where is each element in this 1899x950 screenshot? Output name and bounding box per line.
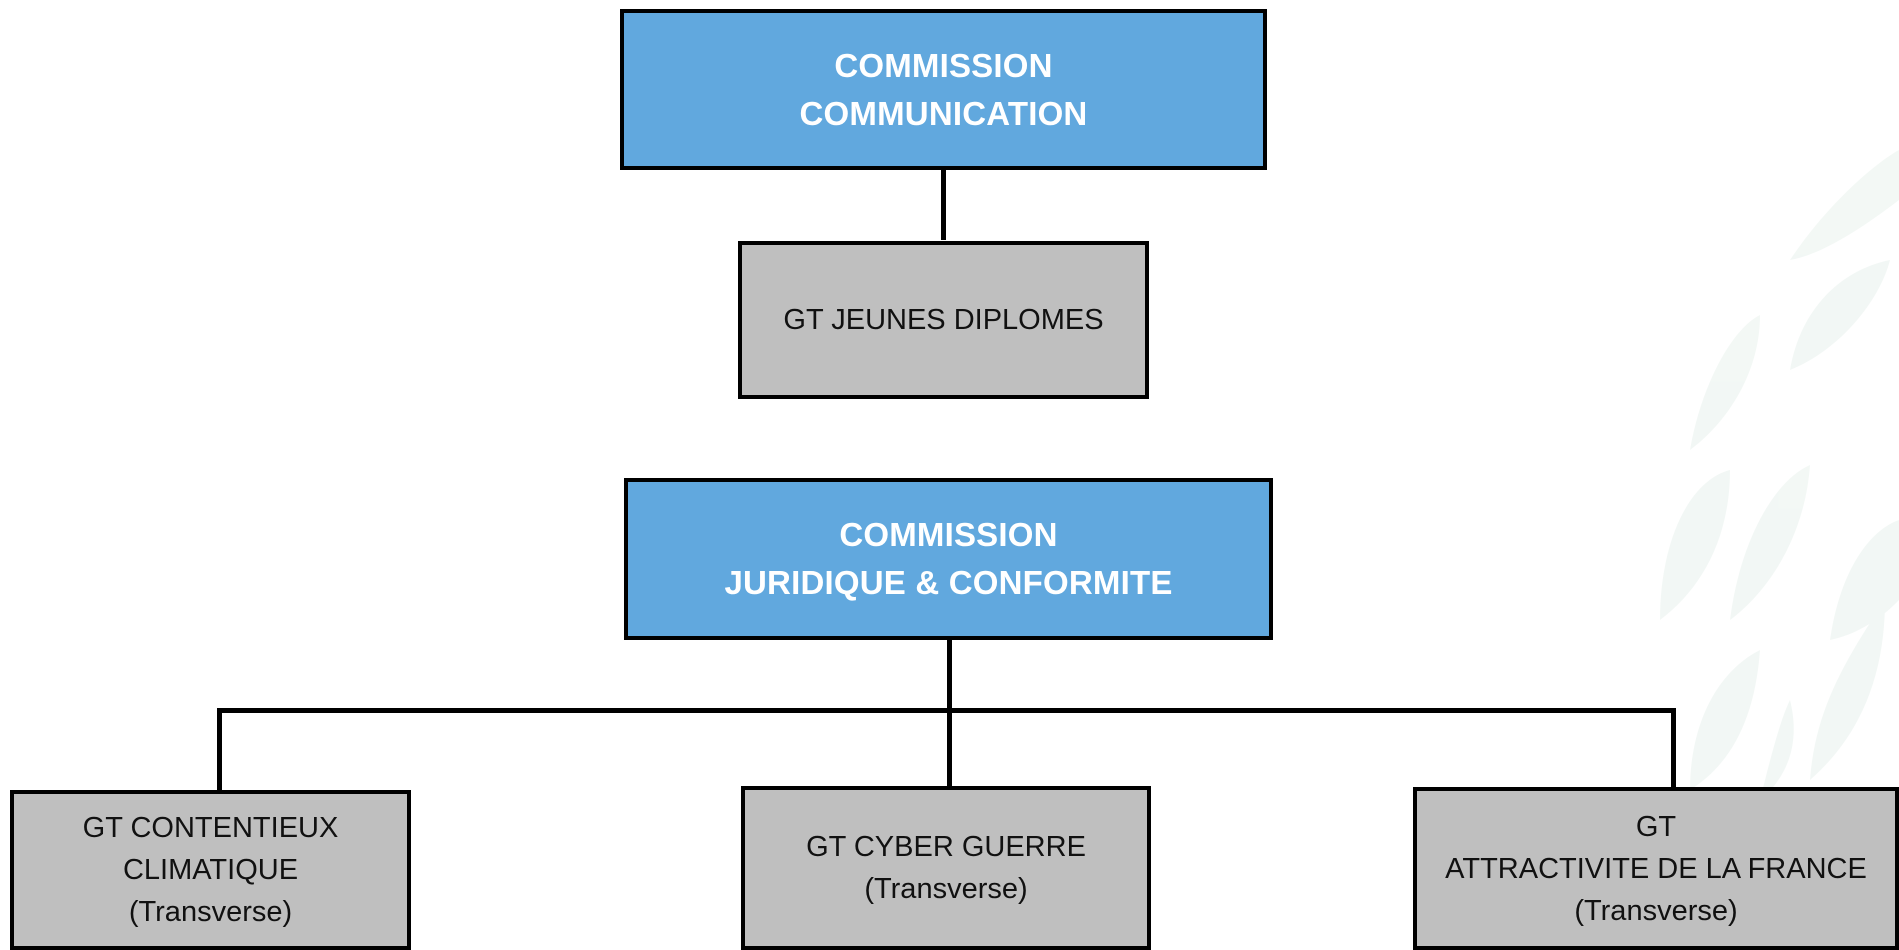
commission-juridique-line-2: JURIDIQUE & CONFORMITE <box>724 564 1173 601</box>
connector-to-contentieux <box>217 708 222 791</box>
gt-cyber-guerre-line-2: (Transverse) <box>864 873 1028 905</box>
commission-communication-box: COMMISSION COMMUNICATION <box>620 9 1267 170</box>
gt-attractivite-line-1: GT <box>1635 810 1677 843</box>
gt-cyber-guerre-box: GT CYBER GUERRE (Transverse) <box>741 786 1151 950</box>
commission-juridique-box: COMMISSION JURIDIQUE & CONFORMITE <box>624 478 1273 640</box>
connector-juridique-vertical <box>947 637 952 789</box>
gt-jeunes-diplomes-box: GT JEUNES DIPLOMES <box>738 241 1149 399</box>
connector-communication-to-jeunes <box>941 168 946 240</box>
gt-attractivite-box: GT ATTRACTIVITE DE LA FRANCE (Transverse… <box>1413 787 1899 950</box>
gt-cyber-guerre-line-1: GT CYBER GUERRE <box>806 831 1086 863</box>
connector-to-attractivite <box>1671 708 1676 791</box>
gt-contentieux-line-3: (Transverse) <box>128 896 293 928</box>
commission-communication-line-1: COMMISSION <box>834 46 1053 84</box>
gt-contentieux-line-1: GT CONTENTIEUX <box>82 812 339 844</box>
gt-contentieux-line-2: CLIMATIQUE <box>122 854 299 886</box>
gt-jeunes-diplomes-label: GT JEUNES DIPLOMES <box>783 304 1104 336</box>
commission-communication-line-2: COMMUNICATION <box>799 94 1088 132</box>
gt-attractivite-line-3: (Transverse) <box>1574 894 1738 927</box>
commission-juridique-line-1: COMMISSION <box>839 516 1058 553</box>
connector-horizontal-bus <box>217 708 1676 713</box>
gt-contentieux-climatique-box: GT CONTENTIEUX CLIMATIQUE (Transverse) <box>10 790 411 950</box>
gt-attractivite-line-2: ATTRACTIVITE DE LA FRANCE <box>1445 852 1867 885</box>
